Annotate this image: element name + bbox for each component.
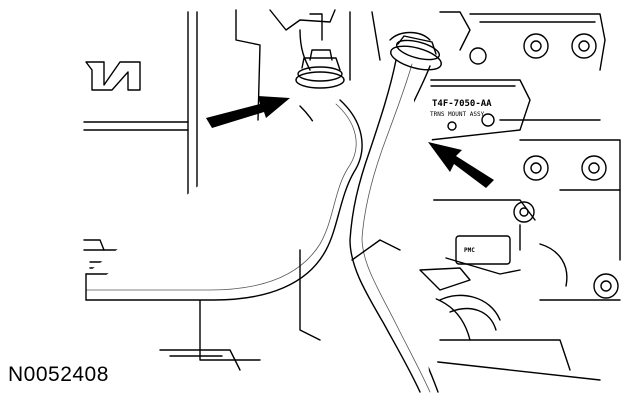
hose-clamp-left	[295, 49, 345, 89]
thermostat-housing	[299, 239, 471, 341]
part-number-label: T4F-7050-AA	[432, 99, 492, 109]
upper-radiator-hose	[85, 82, 363, 301]
arrow-lower-hose	[428, 142, 494, 188]
upper-hardware	[269, 9, 471, 81]
figure-id: N0052408	[8, 363, 109, 386]
part-description-label: TRNS MOUNT ASSY	[430, 111, 485, 118]
hose-clamp-right	[390, 35, 442, 71]
lower-radiator-hose	[349, 59, 439, 393]
module-label: PMC	[464, 247, 475, 254]
letter-n-marking	[85, 61, 141, 91]
arrow-upper-hose	[206, 96, 290, 128]
